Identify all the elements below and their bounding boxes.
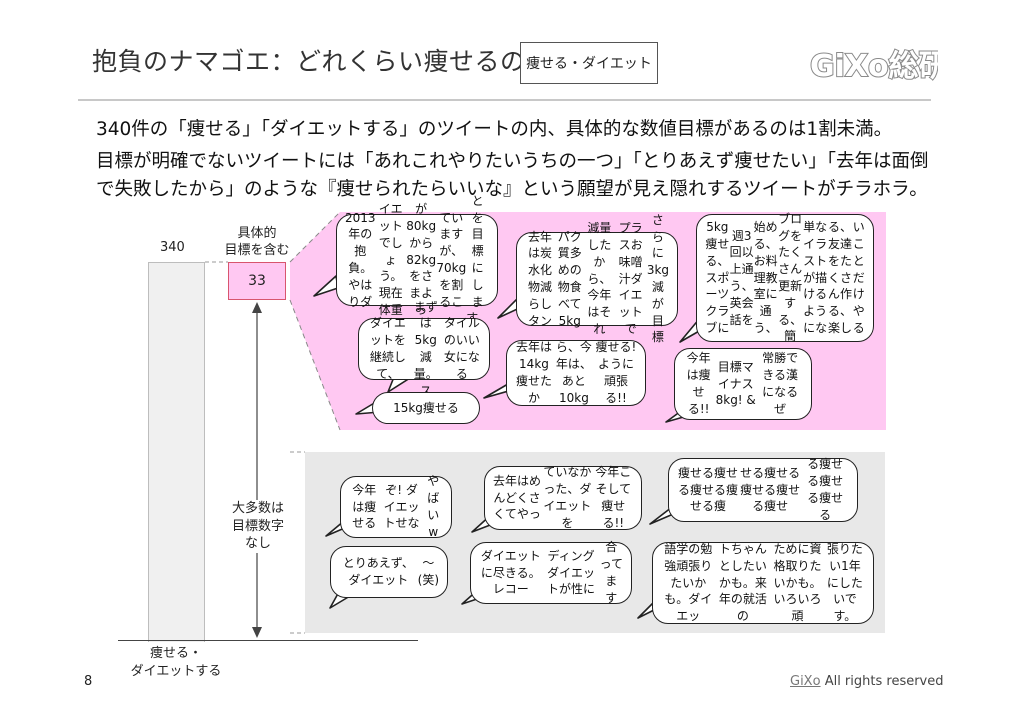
tweet-text-line: とを目標にします。: [466, 193, 490, 326]
gixo-logo: GiXo総研: [808, 38, 950, 88]
tweet-bubble: 語学の勉強頑張りたいかも。ダイエットちゃんとしたいかも。来年の就活のために資格取…: [652, 542, 874, 624]
tweet-text-line: まずは5kg減量。ス: [413, 299, 438, 398]
page-number: 8: [84, 674, 93, 689]
tweet-text-line: 週3回以上通う、英会話を: [729, 228, 754, 327]
axis-label-1: 痩せる・: [149, 646, 202, 661]
header-divider: [78, 99, 931, 101]
majority-arrow-head-down: [252, 627, 262, 638]
tweet-text-line: ダイエットを継続して、: [369, 316, 406, 381]
tweet-text-line: 今年こそして痩せる!!: [595, 465, 632, 530]
lead-line-3: で失敗したから」のような『痩せられたらいいな』という願望が見え隠れするツイートが…: [96, 179, 928, 200]
tweet-text-line: 張りたい1年にしたいです。: [826, 542, 863, 624]
tweet-bubble: 今年は痩せるぞ! ダイエットせなやばいw: [340, 474, 452, 539]
tweet-text-line: 去年は14kg痩せたか: [515, 340, 552, 405]
topic-tag-label: 痩せる・ダイエット: [526, 56, 652, 72]
connector-top: [289, 211, 341, 263]
tweet-bubble: 痩せる痩せる痩せる痩せる痩せる痩せる痩せる痩せる痩せる痩せる痩せる痩せる: [668, 457, 858, 522]
specific-trapezoid: [290, 212, 340, 430]
tweet-text-line: 痩せる痩せる痩せる痩せる痩: [678, 465, 739, 514]
tweet-text-line: ぞ! ダイエットせな: [383, 482, 420, 531]
tweet-bubble: 15kg痩せる: [372, 392, 480, 424]
tweet-text-line: ていますが、70kgを割るこ: [436, 210, 467, 309]
lead-line-1: 340件の「痩せる」「ダイエットする」のツイートの内、具体的な数値目標があるのは…: [96, 119, 893, 140]
total-count-label: 340: [160, 240, 185, 255]
page-title: 抱負のナマゴエ：どれくらい痩せるの？: [92, 47, 552, 76]
tweet-text-line: さらに3kg減が目標: [646, 212, 670, 345]
specific-goal-box: 33: [228, 262, 286, 300]
tweet-text-line: 去年はめんどくさくてやっ: [493, 473, 542, 522]
tweet-bubble: とりあえず、ダイエット〜(笑): [330, 546, 448, 598]
tweet-text-line: せる痩せる痩せる痩せる痩せ: [740, 465, 801, 514]
tweet-text-line: 2013年の抱負。やはりダ: [345, 210, 376, 309]
topic-tag: 痩せる・ダイエット: [520, 42, 658, 84]
majority-label: 大多数は 目標数字 なし: [228, 500, 288, 553]
tweet-text-line: イエットでしょう。現在体重: [378, 202, 403, 317]
tweet-text-line: プラスお味噌汁ダイエットで: [618, 221, 643, 336]
tweet-text-line: やばいw: [427, 474, 440, 539]
footer-brand: GiXo: [790, 674, 821, 689]
tweet-text-line: ダイエットに尽きる。 レコー: [480, 548, 541, 597]
tweet-text-line: 減量したから、今年はそれ: [587, 221, 612, 336]
copyright: GiXo All rights reserved: [790, 674, 944, 689]
tweet-text-line: ていなかった、ダイエットを: [543, 465, 592, 530]
total-bar: [148, 262, 205, 642]
tweet-text-line: タイルのいい女になる: [443, 316, 480, 381]
tweet-bubble: 2013年の抱負。やはりダイエットでしょう。現在体重が80kgから82kgをさま…: [336, 194, 498, 325]
lead-line-2: 目標が明確でないツイートには「あれこれやりたいうちの一つ」「とりあえず痩せたい」…: [96, 151, 929, 172]
majority-label-3: なし: [244, 536, 271, 552]
tweet-text-line: る、友達をたくさん作る、楽し: [828, 220, 853, 335]
tweet-text-line: 〜(笑): [417, 556, 440, 587]
tweet-text-line: とりあえず、ダイエット: [342, 556, 414, 587]
tweet-text-line: 今年は痩せる!!: [686, 351, 711, 416]
tweet-text-line: ブログをたくさん更新する、簡: [778, 211, 803, 344]
majority-arrow-head-up: [252, 302, 262, 313]
axis-label: 痩せる・ ダイエットする: [128, 645, 224, 680]
axis-label-2: ダイエットする: [130, 663, 222, 679]
tweet-text-line: 痩せる! ように頑張る!!: [595, 340, 637, 405]
tweet-text-line: 始める、お料理教室に通う、: [753, 220, 778, 335]
tweet-text-line: パク質多めの物食べて5kg: [557, 229, 582, 328]
tweet-text-line: る痩せる痩せる痩せる: [807, 457, 844, 522]
tweet-text-line: ディングダイエットが性に: [547, 548, 596, 597]
tweet-bubble: ダイエットに尽きる。 レコーディングダイエットが性に合ってます: [470, 540, 632, 605]
tweet-text-line: 常勝できる漢になるぜ: [762, 351, 799, 416]
tweet-text-line: いことだけやる: [852, 220, 865, 335]
majority-label-1: 大多数は: [231, 501, 284, 516]
tweet-text-line: 去年は炭水化物減らしタン: [527, 229, 552, 328]
tweet-text-line: 合ってます: [599, 540, 623, 605]
tweet-text-line: ら、今年は、あと10kg: [555, 340, 592, 405]
specific-goal-value: 33: [248, 273, 266, 289]
specific-label-1: 具体的: [237, 226, 277, 241]
tweet-bubble: ダイエットを継続して、まずは5kg減量。スタイルのいい女になる: [358, 300, 490, 398]
tweet-text-line: 語学の勉強頑張りたいかも。ダイエッ: [664, 542, 713, 624]
tweet-text-line: 5kg痩せる、スポーツクラブに: [705, 220, 730, 335]
tweet-text-line: 目標マイナス8kg! &: [715, 359, 756, 408]
tweet-text-line: 単なイラストが描けるようにな: [803, 220, 828, 335]
specific-label-2: 目標を含む: [224, 243, 290, 258]
tweet-text-line: トちゃんとしたいかも。来年の就活の: [718, 542, 767, 624]
tweet-text-line: 15kg痩せる: [393, 400, 459, 415]
chart-baseline: [118, 640, 418, 641]
tweet-text-line: が80kgから82kgをさまよっ: [406, 202, 437, 317]
tweet-text-line: 今年は痩せる: [352, 482, 377, 531]
tweet-bubble: 今年は痩せる!!目標マイナス8kg! &常勝できる漢になるぜ: [674, 348, 812, 420]
tweet-bubble: 5kg痩せる、スポーツクラブに週3回以上通う、英会話を始める、お料理教室に通う、…: [696, 211, 874, 344]
majority-label-2: 目標数字: [231, 518, 284, 534]
tweet-text-line: ために資格取りたいかも。いろいろ頑: [773, 542, 822, 624]
logo-text: GiXo総研: [810, 49, 938, 84]
footer-rights: All rights reserved: [824, 674, 944, 689]
tweet-bubble: 去年はめんどくさくてやっていなかった、ダイエットを今年こそして痩せる!!: [484, 465, 642, 530]
